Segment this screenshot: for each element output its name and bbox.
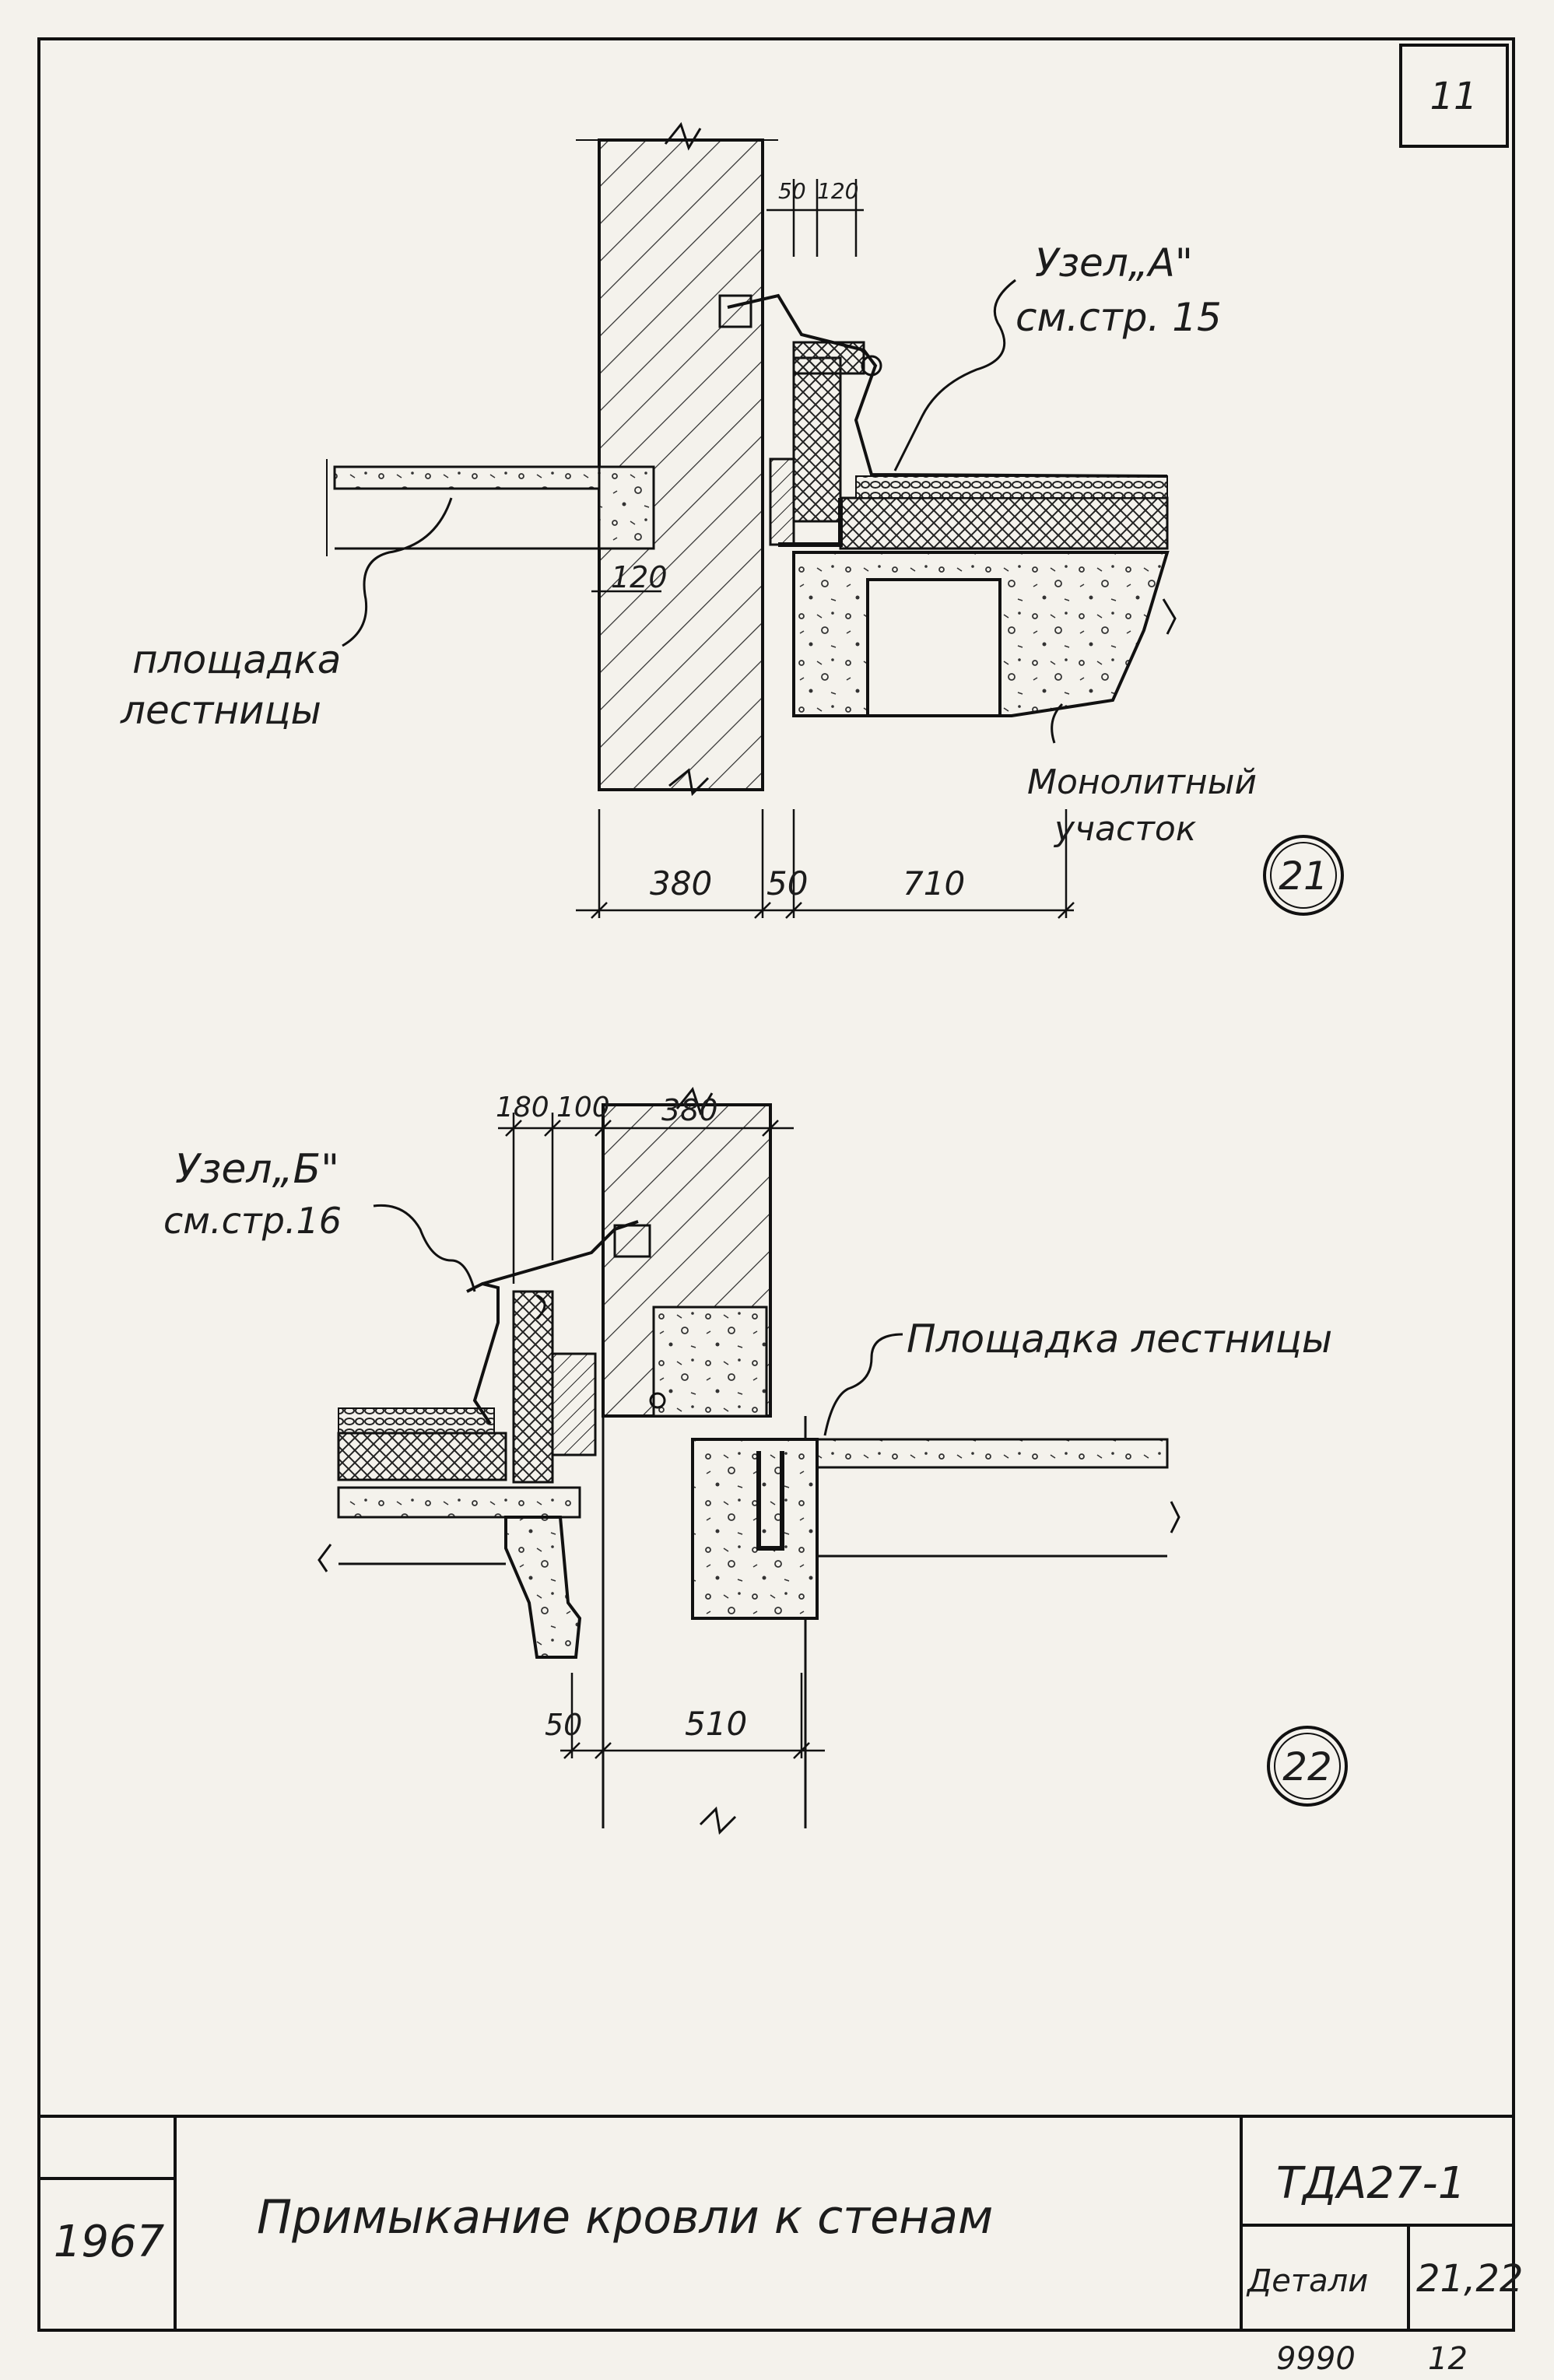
stair-landing-slab-21 xyxy=(326,459,655,556)
roof-slab-22 xyxy=(317,1486,582,1659)
dimensions-21 xyxy=(576,179,1075,919)
footer-page: 12 xyxy=(1428,2341,1468,2377)
title-year: 1967 xyxy=(54,2217,165,2267)
roof-layers-21 xyxy=(718,293,1169,550)
dim-22-510: 510 xyxy=(685,1705,747,1743)
detail-22-circle xyxy=(1267,1726,1348,1807)
stair-landing-22 xyxy=(649,1392,1180,1620)
dim-22-100: 100 xyxy=(556,1092,610,1123)
dim-21-top-50: 50 xyxy=(778,178,806,204)
dim-22-50: 50 xyxy=(545,1708,582,1742)
detail-22: 180 100 380 50 510 Узел„Б" см.стр.16 Пло… xyxy=(163,1086,1348,1835)
footer-code: 9990 xyxy=(1276,2341,1356,2377)
series-code: ТДА27-1 xyxy=(1276,2158,1465,2209)
monolith-21-line1: Монолитный xyxy=(1027,762,1257,802)
dim-21-710: 710 xyxy=(903,864,965,903)
dim-21-top-120: 120 xyxy=(817,178,858,204)
detail-22-number: 22 xyxy=(1282,1744,1332,1789)
dimensions-22 xyxy=(498,1113,825,1759)
monolith-21 xyxy=(792,551,1177,717)
detail-label: Детали xyxy=(1246,2263,1368,2299)
dim-21-50: 50 xyxy=(766,864,808,903)
dim-22-380: 380 xyxy=(661,1093,718,1127)
stair-landing-21-line2: лестницы xyxy=(120,688,321,733)
node-ref-21-line2: см.стр. 15 xyxy=(1016,295,1222,340)
node-ref-21-line1: Узел„А" xyxy=(1035,240,1193,286)
stair-landing-21-line1: площадка xyxy=(132,637,341,682)
detail-numbers: 21,22 xyxy=(1416,2257,1523,2301)
dim-22-180: 180 xyxy=(496,1092,549,1123)
dim-21-slab-120: 120 xyxy=(611,560,668,594)
title-block: 1967 Примыкание кровли к стенам ТДА27-1 … xyxy=(54,2158,1524,2301)
detail-21-number: 21 xyxy=(1279,854,1328,899)
dim-21-380: 380 xyxy=(650,864,712,903)
wall-21 xyxy=(576,121,778,797)
monolith-21-line2: участок xyxy=(1053,809,1197,849)
node-ref-22-line1: Узел„Б" xyxy=(175,1146,339,1193)
stair-landing-22: Площадка лестницы xyxy=(907,1316,1332,1362)
sheet-frame xyxy=(37,37,1515,2332)
node-ref-22-line2: см.стр.16 xyxy=(163,1200,342,1242)
detail-21-circle xyxy=(1263,835,1344,916)
roof-layers-22 xyxy=(337,1220,651,1484)
sheet-number: 11 xyxy=(1429,75,1477,118)
drawing-title: Примыкание кровли к стенам xyxy=(257,2190,993,2245)
leaders-21 xyxy=(342,279,1064,744)
detail-21: 50 120 120 380 50 710 Узел„А" см.стр. 15… xyxy=(120,121,1344,919)
leaders-22 xyxy=(373,1204,903,1436)
